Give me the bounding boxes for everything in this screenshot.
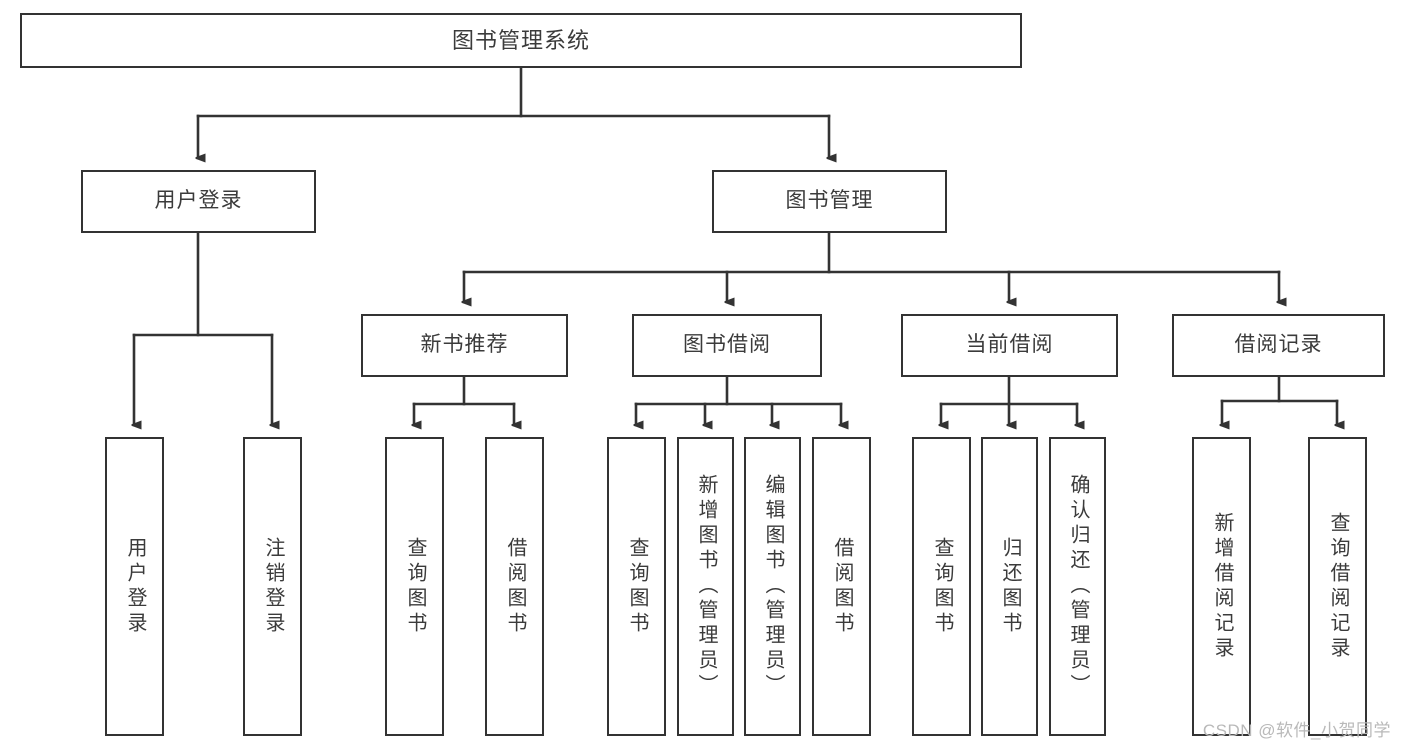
leaf-query-book-1-label: 查询图书: [404, 536, 426, 637]
node-book-borrow-label: 图书借阅: [683, 333, 771, 357]
node-current-borrow[interactable]: 当前借阅: [901, 314, 1118, 377]
leaf-query-book-2-label: 查询图书: [626, 536, 648, 637]
node-root-label: 图书管理系统: [451, 27, 590, 53]
leaf-logout-label: 注销登录: [262, 536, 284, 637]
leaf-borrow-book-2-label: 借阅图书: [831, 536, 853, 637]
node-current-borrow-label: 当前借阅: [965, 333, 1054, 357]
leaf-add-borrow-record[interactable]: 新增借阅记录: [1192, 437, 1251, 736]
leaf-user-login-label: 用户登录: [124, 536, 146, 637]
node-borrow-records[interactable]: 借阅记录: [1172, 314, 1385, 377]
leaf-edit-book-admin-label: 编辑图书（管理员）: [762, 474, 784, 699]
leaf-logout[interactable]: 注销登录: [243, 437, 302, 736]
leaf-user-login[interactable]: 用户登录: [105, 437, 164, 736]
node-book-borrow[interactable]: 图书借阅: [632, 314, 822, 377]
leaf-query-borrow-record[interactable]: 查询借阅记录: [1308, 437, 1367, 736]
leaf-query-borrow-record-label: 查询借阅记录: [1327, 511, 1349, 662]
leaf-query-book-3-label: 查询图书: [931, 536, 953, 637]
leaf-add-book-admin-label: 新增图书（管理员）: [695, 474, 717, 699]
leaf-borrow-book-1[interactable]: 借阅图书: [485, 437, 544, 736]
node-user-login[interactable]: 用户登录: [81, 170, 316, 233]
leaf-query-book-1[interactable]: 查询图书: [385, 437, 444, 736]
leaf-confirm-return-admin[interactable]: 确认归还（管理员）: [1049, 437, 1106, 736]
leaf-add-borrow-record-label: 新增借阅记录: [1211, 511, 1233, 662]
node-root[interactable]: 图书管理系统: [20, 13, 1022, 68]
leaf-return-book[interactable]: 归还图书: [981, 437, 1038, 736]
node-book-management[interactable]: 图书管理: [712, 170, 947, 233]
leaf-query-book-3[interactable]: 查询图书: [912, 437, 971, 736]
leaf-borrow-book-2[interactable]: 借阅图书: [812, 437, 871, 736]
node-user-login-label: 用户登录: [154, 189, 243, 213]
node-borrow-records-label: 借阅记录: [1234, 333, 1323, 357]
node-new-book-recommend-label: 新书推荐: [420, 333, 509, 357]
node-book-management-label: 图书管理: [785, 189, 874, 213]
leaf-edit-book-admin[interactable]: 编辑图书（管理员）: [744, 437, 801, 736]
leaf-return-book-label: 归还图书: [999, 536, 1021, 637]
leaf-confirm-return-admin-label: 确认归还（管理员）: [1067, 474, 1089, 699]
leaf-query-book-2[interactable]: 查询图书: [607, 437, 666, 736]
leaf-borrow-book-1-label: 借阅图书: [504, 536, 526, 637]
node-new-book-recommend[interactable]: 新书推荐: [361, 314, 568, 377]
leaf-add-book-admin[interactable]: 新增图书（管理员）: [677, 437, 734, 736]
